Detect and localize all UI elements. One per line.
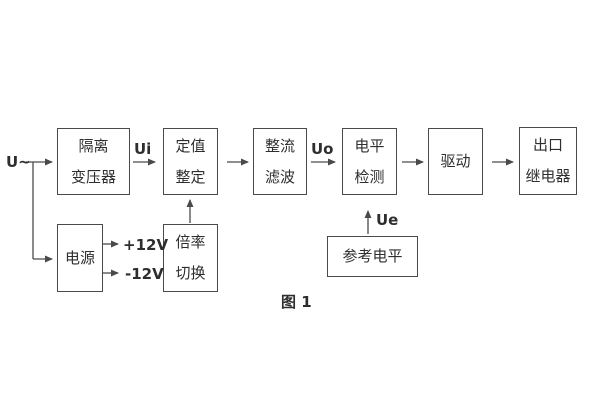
block-value-setting: 定值 整定 — [163, 128, 218, 195]
signal-label-minus-12v: -12V — [125, 265, 164, 283]
block-level-detect-line1: 电平 — [354, 136, 385, 155]
figure-caption: 图 1 — [281, 293, 312, 311]
signal-label-plus-12v: +12V — [123, 236, 169, 254]
block-outlet-relay-line1: 出口 — [532, 136, 563, 154]
block-rectify-filter-line2: 滤波 — [264, 167, 295, 186]
block-drive-label: 驱动 — [440, 152, 471, 170]
block-rectify-filter: 整流 滤波 — [253, 128, 307, 195]
signal-label-ue: Ue — [376, 211, 399, 229]
block-value-setting-line2: 整定 — [175, 167, 206, 186]
block-ratio-switch-line1: 倍率 — [175, 233, 206, 251]
block-drive: 驱动 — [428, 128, 483, 195]
signal-label-uo: Uo — [311, 140, 334, 158]
signal-label-u-input: U~ — [6, 153, 31, 171]
block-outlet-relay: 出口 继电器 — [519, 127, 577, 195]
block-reference-level-label: 参考电平 — [342, 247, 403, 265]
block-reference-level: 参考电平 — [327, 236, 418, 277]
block-isolation-transformer-line2: 变压器 — [70, 167, 116, 186]
block-ratio-switch: 倍率 切换 — [163, 224, 218, 292]
block-isolation-transformer: 隔离 变压器 — [57, 128, 130, 195]
block-outlet-relay-line2: 继电器 — [525, 167, 571, 185]
block-level-detect-line2: 检测 — [354, 167, 385, 186]
block-value-setting-line1: 定值 — [175, 136, 206, 155]
block-power-supply-label: 电源 — [64, 248, 95, 267]
block-isolation-transformer-line1: 隔离 — [78, 136, 109, 155]
block-level-detect: 电平 检测 — [342, 128, 397, 195]
block-ratio-switch-line2: 切换 — [175, 264, 206, 282]
block-rectify-filter-line1: 整流 — [264, 136, 295, 155]
block-power-supply: 电源 — [57, 224, 103, 292]
signal-label-ui: Ui — [134, 140, 152, 158]
